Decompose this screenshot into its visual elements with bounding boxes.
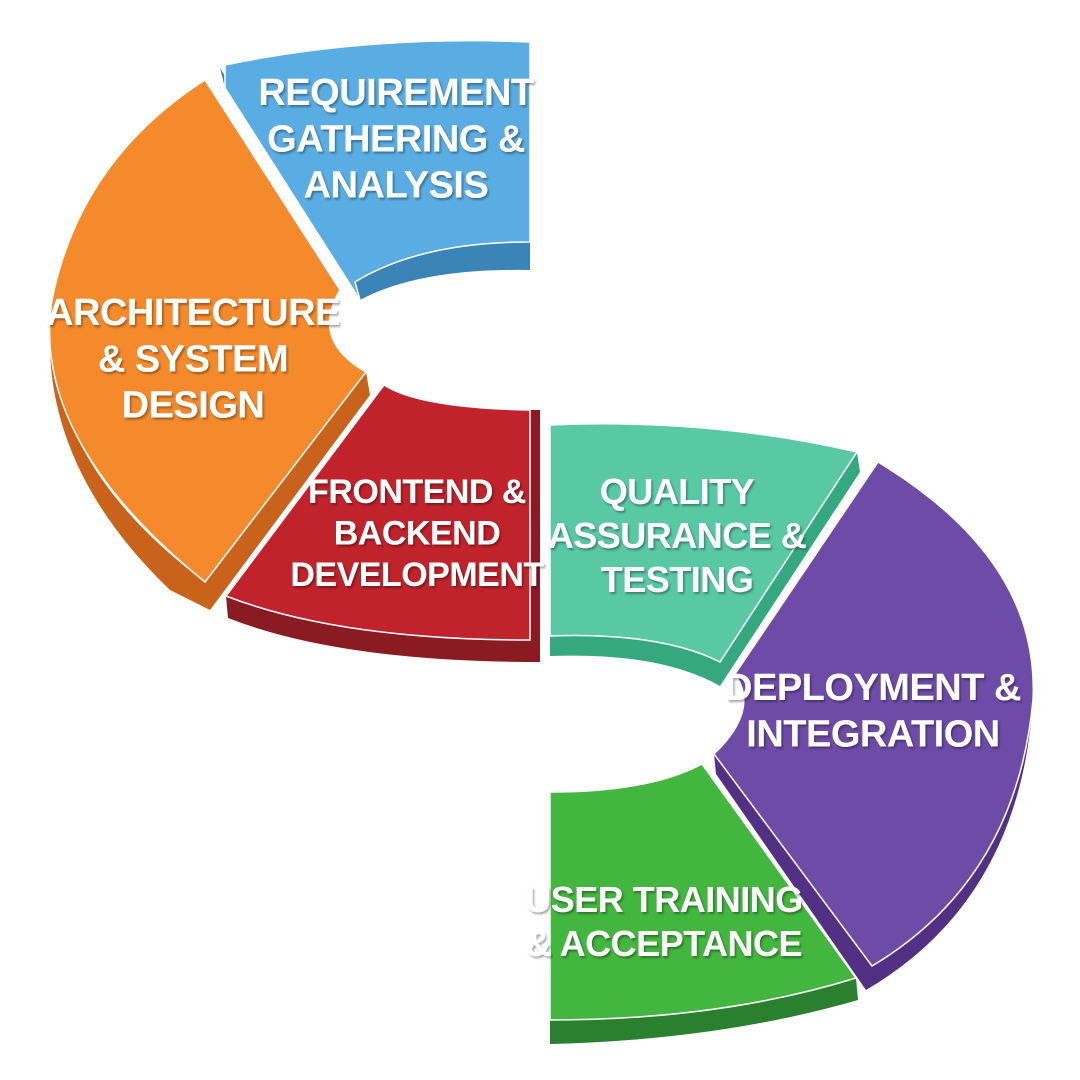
segment-deployment-side [714,700,1033,990]
segment-development-label-line: FRONTEND & [308,473,526,511]
segment-architecture-label-line: ARCHITECTURE [46,292,340,334]
segment-testing-label-line: ASSURANCE & [548,515,807,556]
segment-architecture-label: ARCHITECTURE& SYSTEM DESIGN [46,292,340,427]
segment-requirement-label-line: ANALYSIS [304,165,489,207]
segment-development-label-line: BACKEND [334,514,501,552]
segment-training-label-line: & ACCEPTANCE [526,923,802,964]
segment-training: USER TRAINING& ACCEPTANCE [525,763,858,1044]
segment-training-label: USER TRAINING& ACCEPTANCE [525,879,803,964]
segment-development-label: FRONTEND &BACKEND DEVELOPMENT [290,473,544,594]
segment-architecture-side [49,330,371,610]
segment-training-top [549,763,858,1021]
segment-development-label-line: DEVELOPMENT [290,556,544,594]
segment-development-top [224,383,531,641]
segment-architecture: ARCHITECTURE& SYSTEM DESIGN [46,78,371,610]
segment-testing-label-line: TESTING [601,559,754,600]
segment-deployment-label: DEPLOYMENT &INTEGRATION [725,667,1021,755]
segment-architecture-label-line: & SYSTEM [98,338,288,380]
segment-testing-top [549,423,859,663]
segment-deployment-label-line: INTEGRATION [746,713,999,755]
segment-requirement-label-line: GATHERING & [267,118,525,160]
segment-development: FRONTEND &BACKEND DEVELOPMENT [224,383,545,662]
segment-testing-label-line: QUALITY [600,471,755,512]
segment-deployment-top [713,460,1035,967]
segment-architecture-label-line: DESIGN [122,385,265,427]
segment-requirement-top [224,39,531,301]
segment-training-label-line: USER TRAINING [525,879,803,920]
segment-architecture-top [48,78,368,584]
segment-requirement-label-line: REQUIREMENT [258,72,534,114]
segment-deployment-label-line: DEPLOYMENT & [725,667,1021,709]
segment-deployment: DEPLOYMENT &INTEGRATION [713,460,1035,990]
